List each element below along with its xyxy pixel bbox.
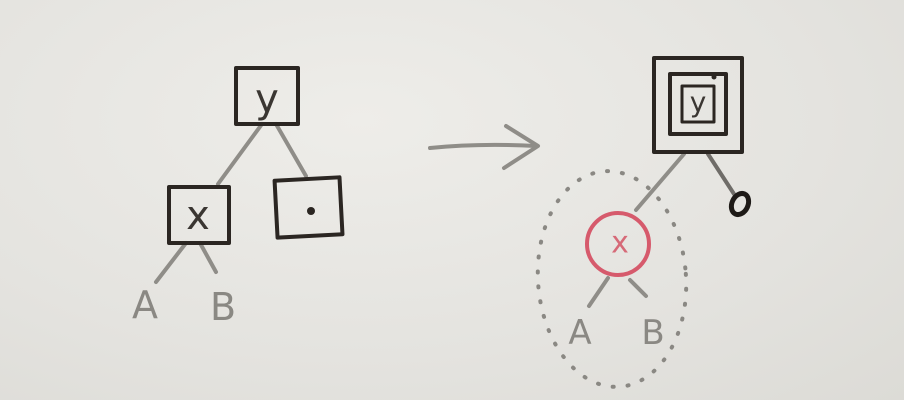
right-root-ink-mark [711, 74, 717, 80]
left-x-node-box [167, 185, 231, 245]
right-x-node-circle [585, 211, 651, 277]
right-edge-x-to-b [628, 278, 648, 298]
right-x-node-label: x [611, 226, 629, 261]
left-null-leaf-box [272, 175, 345, 240]
left-root-node-box [234, 66, 300, 126]
right-subtree-dotted-boundary [535, 169, 689, 389]
right-tree: y x A B [535, 56, 752, 389]
right-subtree-b-label: B [641, 313, 664, 353]
transform-arrow [428, 124, 540, 170]
left-edge-x-to-a [154, 241, 188, 284]
left-subtree-b-label: B [210, 285, 236, 329]
left-subtree-a-label: A [132, 283, 158, 327]
right-root-outer-box [652, 56, 744, 154]
right-root-core-box [680, 84, 716, 124]
arrow-shaft [428, 142, 538, 150]
arrow-head [502, 124, 540, 170]
right-root-node-label: y [690, 86, 707, 119]
right-edge-root-to-x [634, 152, 686, 212]
left-edge-root-to-null [274, 122, 308, 178]
right-edge-root-to-null [706, 152, 736, 196]
right-edge-x-to-a [587, 276, 610, 308]
left-edge-x-to-b [198, 241, 218, 274]
left-x-node-label: x [186, 193, 210, 239]
right-root-inner-box [668, 72, 728, 136]
right-subtree-a-label: A [568, 313, 591, 353]
left-tree: y x A B [132, 66, 345, 329]
left-root-node-label: y [255, 76, 279, 122]
left-edge-root-to-x [216, 122, 264, 186]
right-null-leaf-dot [728, 190, 752, 218]
left-null-leaf-dot [307, 207, 315, 215]
